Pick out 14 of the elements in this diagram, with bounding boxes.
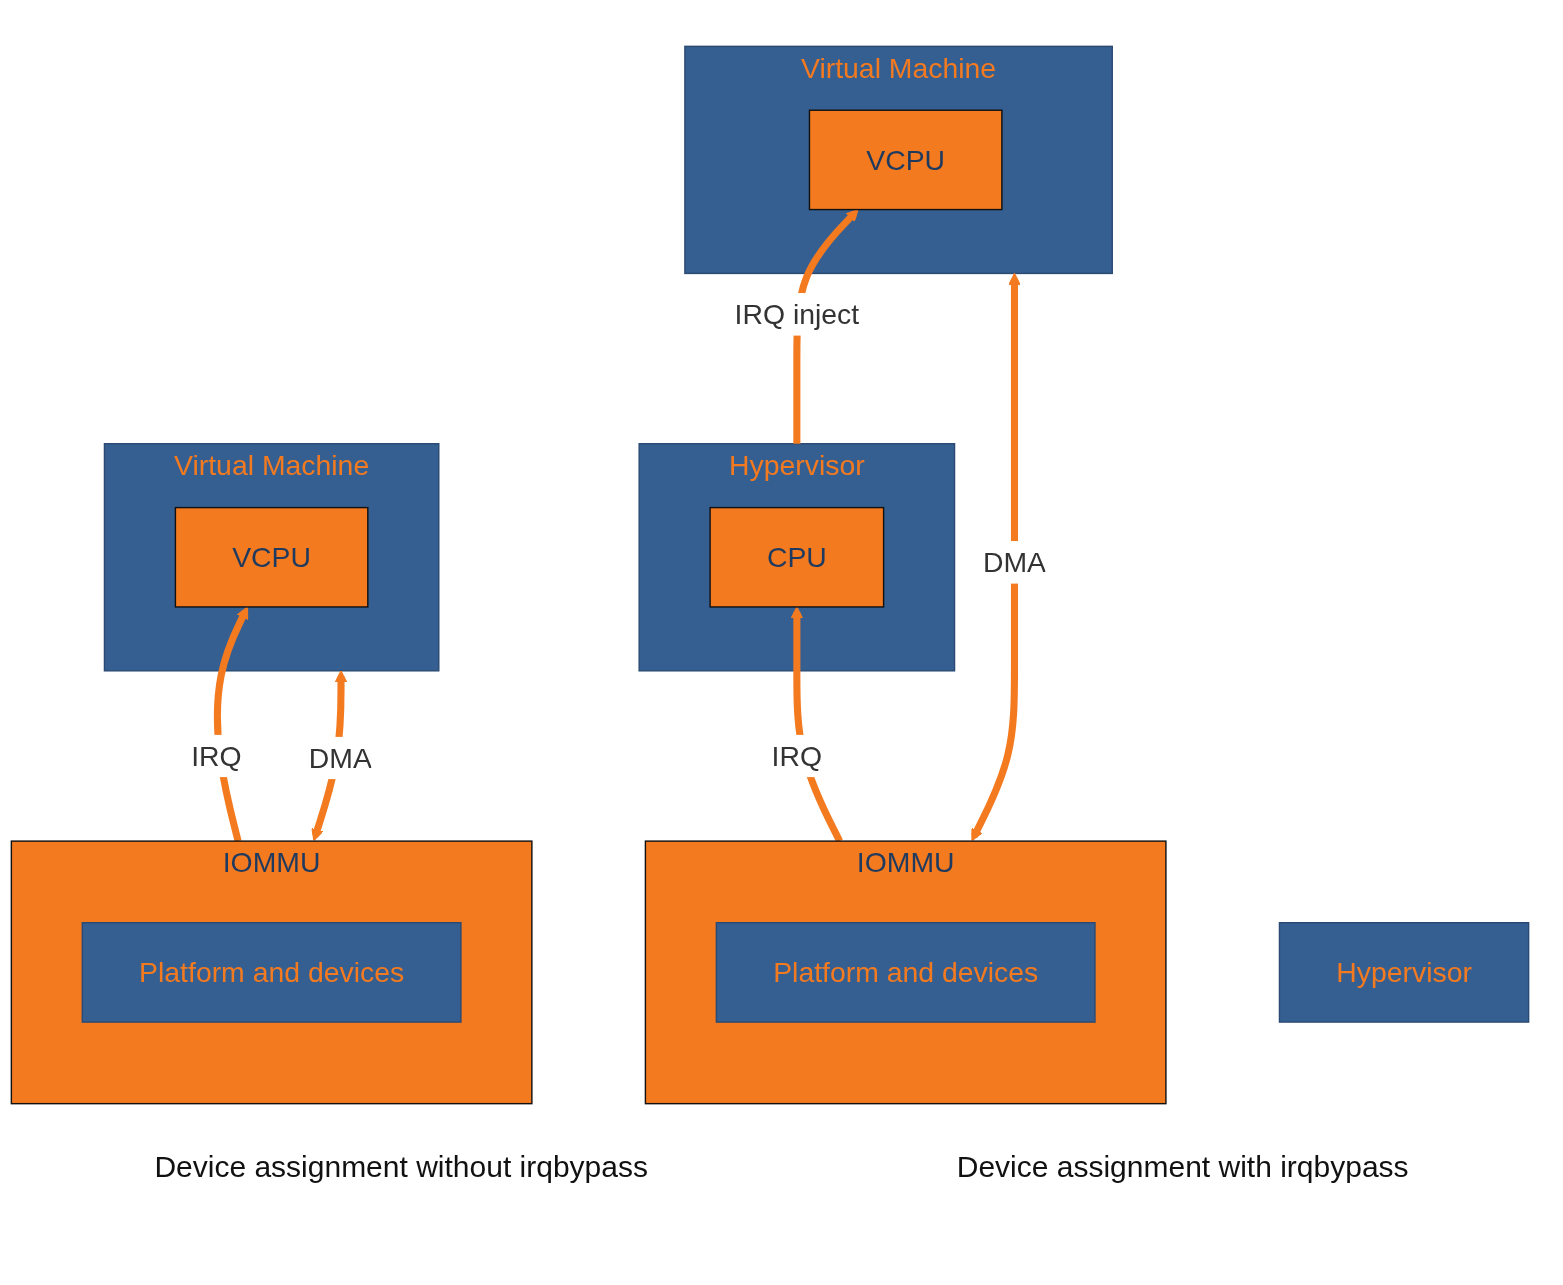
edge-label: DMA [982,546,1047,578]
node-box: Platform and devices [715,922,1096,1023]
node-box: VCPU [174,506,369,608]
edge-label: IRQ inject [734,298,860,330]
caption-text: Device assignment with irqbypass [956,1150,1409,1184]
arrow [971,272,1021,842]
node-box: CPU [709,506,885,608]
edge-label: IRQ [191,740,242,772]
node-box: Hypervisor [1278,922,1530,1023]
edge-label: DMA [308,742,372,774]
edge-label: IRQ [771,740,823,772]
node-box: Platform and devices [81,922,462,1023]
node-box: VCPU [808,109,1003,211]
caption-text: Device assignment without irqbypass [154,1150,648,1184]
